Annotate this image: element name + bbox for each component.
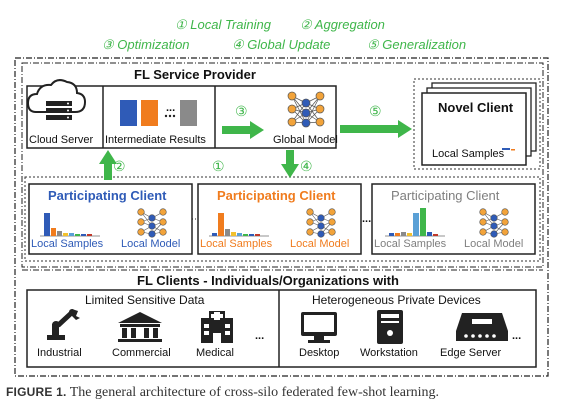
legend-text: Generalization: [382, 37, 467, 52]
edge-server-icon: [456, 313, 508, 341]
desktop-icon: [301, 312, 337, 343]
legend-global-update: ④ Global Update: [232, 37, 330, 53]
legend-generalization: ⑤ Generalization: [367, 37, 466, 53]
provider-title: FL Service Provider: [134, 67, 256, 82]
medical-hospital-icon: [201, 311, 233, 343]
cloud-server-label: Cloud Server: [29, 134, 94, 146]
legend-num: ④: [232, 37, 244, 52]
global-model-icon: [287, 91, 325, 128]
caption-label: FIGURE 1.: [6, 385, 67, 399]
client2-local-model-icon: [306, 208, 336, 238]
caption-text: The general architecture of cross-silo f…: [66, 385, 440, 400]
clients-frame: [24, 176, 541, 262]
right-group-ellipsis: ...: [512, 330, 522, 342]
diagram-graphics: [14, 57, 549, 377]
figure-caption: FIGURE 1. The general architecture of cr…: [6, 385, 439, 401]
intermediate-results-icon: [120, 100, 197, 126]
step5-marker: ⑤: [369, 103, 382, 119]
devices-box: [26, 289, 537, 368]
commercial-building-icon: [118, 312, 162, 342]
client3-title: Participating Client: [391, 188, 500, 203]
novel-client-samples-label: Local Samples: [432, 148, 505, 160]
client2-samples-chart: [209, 213, 269, 237]
arrow-step5: [340, 120, 412, 138]
novel-client-card: [421, 92, 527, 166]
arrow-step3: [222, 121, 264, 139]
commercial-label: Commercial: [112, 347, 171, 359]
step1-marker: ①: [212, 158, 225, 174]
right-group-title: Heterogeneous Private Devices: [312, 293, 481, 307]
outer-frame: [14, 57, 549, 377]
clients-ellipsis: ...: [362, 213, 372, 225]
intermediate-ellipsis: ...: [166, 102, 176, 114]
client1-model-label: Local Model: [121, 238, 181, 250]
client1-title: Participating Client: [48, 188, 167, 203]
legend-num: ③: [102, 37, 114, 52]
legend-text: Global Update: [247, 37, 331, 52]
edge-server-label: Edge Server: [440, 347, 502, 359]
legend-aggregation: ② Aggregation: [300, 17, 385, 33]
client2-samples-label: Local Samples: [200, 238, 273, 250]
client1-samples-chart: [40, 213, 100, 237]
left-group-title: Limited Sensitive Data: [85, 293, 205, 307]
legend-text: Aggregation: [314, 17, 385, 32]
legend-num: ⑤: [367, 37, 379, 52]
step4-marker: ④: [300, 158, 313, 174]
client2-model-label: Local Model: [290, 238, 350, 250]
client3-model-label: Local Model: [464, 238, 524, 250]
client3-samples-chart: [385, 208, 445, 237]
workstation-icon: [377, 310, 403, 344]
cloud-server-icon: [26, 79, 87, 120]
legend-num: ①: [175, 17, 187, 32]
desktop-label: Desktop: [299, 347, 340, 359]
step3-marker: ③: [235, 103, 248, 119]
intermediate-results-label: Intermediate Results: [105, 134, 206, 146]
industrial-robot-icon: [47, 309, 80, 340]
industrial-label: Industrial: [37, 347, 82, 359]
arrow-step4: [281, 150, 299, 178]
provider-frame: [21, 62, 544, 268]
client3-samples-label: Local Samples: [374, 238, 447, 250]
legend-num: ②: [300, 17, 312, 32]
client1-samples-label: Local Samples: [31, 238, 104, 250]
legend-text: Optimization: [117, 37, 190, 52]
step2-marker: ②: [113, 158, 126, 174]
arrow-step2: [99, 150, 117, 180]
global-model-label: Global Model: [273, 134, 338, 146]
client-box-3: [371, 183, 536, 255]
client3-local-model-icon: [479, 208, 509, 238]
novel-client-title: Novel Client: [438, 100, 514, 115]
workstation-label: Workstation: [360, 347, 418, 359]
left-group-ellipsis: ...: [255, 330, 265, 342]
legend-text: Local Training: [190, 17, 271, 32]
legend-optimization: ③ Optimization: [102, 37, 190, 53]
fl-clients-title: FL Clients - Individuals/Organizations w…: [137, 273, 399, 288]
medical-label: Medical: [196, 347, 234, 359]
legend-local-training: ① Local Training: [175, 17, 271, 33]
client1-local-model-icon: [137, 208, 167, 238]
client2-title: Participating Client: [217, 188, 336, 203]
